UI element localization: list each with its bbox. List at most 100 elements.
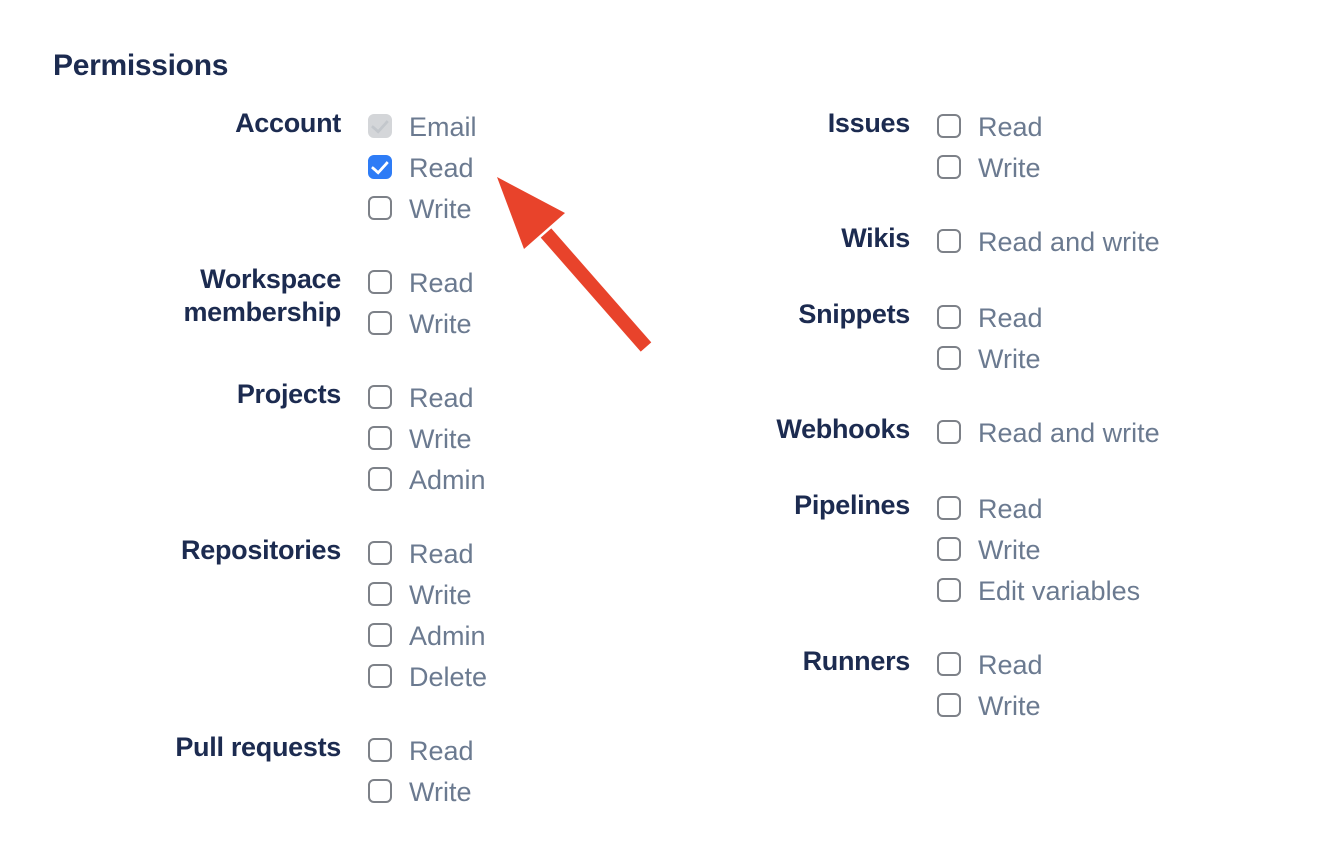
permission-group-webhooks: Webhooks Read and write — [710, 414, 1160, 448]
option-workspace-membership-write[interactable]: Write — [368, 309, 474, 339]
projects-read-label: Read — [409, 383, 474, 413]
pipelines-write-checkbox[interactable] — [937, 537, 961, 561]
account-write-label: Write — [409, 194, 472, 224]
permission-group-label-account: Account — [235, 108, 341, 138]
snippets-write-label: Write — [978, 344, 1041, 374]
permissions-columns: Account Email Read Write — [53, 108, 1322, 844]
pipelines-write-label: Write — [978, 535, 1041, 565]
option-account-email: Email — [368, 112, 477, 142]
pull-requests-write-checkbox[interactable] — [368, 779, 392, 803]
issues-write-label: Write — [978, 153, 1041, 183]
option-projects-admin[interactable]: Admin — [368, 465, 486, 495]
workspace-membership-write-checkbox[interactable] — [368, 311, 392, 335]
option-runners-write[interactable]: Write — [937, 691, 1043, 721]
permission-group-label-snippets: Snippets — [798, 299, 910, 329]
option-pull-requests-write[interactable]: Write — [368, 779, 474, 806]
projects-admin-label: Admin — [409, 465, 486, 495]
issues-read-checkbox[interactable] — [937, 114, 961, 138]
option-pipelines-edit-variables[interactable]: Edit variables — [937, 576, 1141, 606]
repositories-write-checkbox[interactable] — [368, 582, 392, 606]
permission-group-label-repositories: Repositories — [181, 535, 341, 565]
runners-write-checkbox[interactable] — [937, 693, 961, 717]
permission-group-label-runners: Runners — [802, 646, 911, 676]
account-read-label: Read — [409, 153, 474, 183]
option-snippets-read[interactable]: Read — [937, 303, 1043, 333]
option-repositories-delete[interactable]: Delete — [368, 662, 488, 692]
workspace-membership-read-label: Read — [409, 268, 474, 298]
permission-group-pipelines: Pipelines Read Write Edit variables — [710, 490, 1160, 606]
repositories-read-label: Read — [409, 539, 474, 569]
repositories-admin-checkbox[interactable] — [368, 623, 392, 647]
permission-group-workspace-membership: Workspace membership Read Write — [53, 264, 613, 339]
issues-write-checkbox[interactable] — [937, 155, 961, 179]
wikis-read-and-write-label: Read and write — [978, 227, 1160, 257]
repositories-delete-label: Delete — [409, 662, 488, 692]
runners-read-label: Read — [978, 650, 1043, 680]
account-write-checkbox[interactable] — [368, 196, 392, 220]
projects-write-checkbox[interactable] — [368, 426, 392, 450]
permission-group-label-wikis: Wikis — [841, 223, 910, 253]
option-webhooks-read-and-write[interactable]: Read and write — [937, 418, 1160, 448]
snippets-read-checkbox[interactable] — [937, 305, 961, 329]
repositories-read-checkbox[interactable] — [368, 541, 392, 565]
account-read-checkbox[interactable] — [368, 155, 392, 179]
option-wikis-read-and-write[interactable]: Read and write — [937, 227, 1160, 257]
option-snippets-write[interactable]: Write — [937, 344, 1043, 374]
permission-group-label-webhooks: Webhooks — [776, 414, 910, 444]
permissions-column-right: Issues Read Write Wikis — [710, 108, 1160, 767]
option-pull-requests-read[interactable]: Read — [368, 736, 474, 766]
option-projects-write[interactable]: Write — [368, 424, 486, 454]
option-repositories-admin[interactable]: Admin — [368, 621, 487, 651]
issues-read-label: Read — [978, 112, 1043, 142]
option-issues-write[interactable]: Write — [937, 153, 1043, 183]
permission-group-projects: Projects Read Write Admin — [53, 379, 613, 495]
pull-requests-read-checkbox[interactable] — [368, 738, 392, 762]
snippets-read-label: Read — [978, 303, 1043, 333]
option-repositories-write[interactable]: Write — [368, 580, 487, 610]
permission-group-label-issues: Issues — [827, 108, 911, 138]
account-email-checkbox — [368, 114, 392, 138]
projects-write-label: Write — [409, 424, 472, 454]
option-projects-read[interactable]: Read — [368, 383, 486, 413]
repositories-delete-checkbox[interactable] — [368, 664, 392, 688]
repositories-admin-label: Admin — [409, 621, 486, 651]
projects-read-checkbox[interactable] — [368, 385, 392, 409]
projects-admin-checkbox[interactable] — [368, 467, 392, 491]
option-pipelines-read[interactable]: Read — [937, 494, 1140, 524]
option-repositories-read[interactable]: Read — [368, 539, 487, 569]
permission-group-snippets: Snippets Read Write — [710, 299, 1160, 374]
permissions-column-left: Account Email Read Write — [53, 108, 613, 844]
webhooks-read-and-write-checkbox[interactable] — [937, 420, 961, 444]
option-account-write[interactable]: Write — [368, 194, 477, 224]
page-title: Permissions — [53, 49, 229, 82]
pull-requests-read-label: Read — [409, 736, 474, 766]
permission-group-wikis: Wikis Read and write — [710, 223, 1160, 257]
permission-group-label-workspace-membership: Workspace membership — [183, 264, 341, 327]
option-issues-read[interactable]: Read — [937, 112, 1043, 142]
permission-group-runners: Runners Read Write — [710, 646, 1160, 721]
option-runners-read[interactable]: Read — [937, 650, 1043, 680]
pipelines-edit-variables-checkbox[interactable] — [937, 578, 961, 602]
permission-group-account: Account Email Read Write — [53, 108, 613, 224]
pipelines-edit-variables-label: Edit variables — [978, 576, 1141, 606]
repositories-write-label: Write — [409, 580, 472, 610]
option-workspace-membership-read[interactable]: Read — [368, 268, 474, 298]
wikis-read-and-write-checkbox[interactable] — [937, 229, 961, 253]
permission-group-issues: Issues Read Write — [710, 108, 1160, 183]
pipelines-read-label: Read — [978, 494, 1043, 524]
workspace-membership-write-label: Write — [409, 309, 472, 339]
runners-read-checkbox[interactable] — [937, 652, 961, 676]
workspace-membership-read-checkbox[interactable] — [368, 270, 392, 294]
option-pipelines-write[interactable]: Write — [937, 535, 1140, 565]
snippets-write-checkbox[interactable] — [937, 346, 961, 370]
pipelines-read-checkbox[interactable] — [937, 496, 961, 520]
account-email-label: Email — [409, 112, 477, 142]
runners-write-label: Write — [978, 691, 1041, 721]
permission-group-label-projects: Projects — [236, 379, 341, 409]
permission-group-label-pull-requests: Pull requests — [175, 732, 341, 762]
permission-group-pull-requests: Pull requests Read Write — [53, 732, 613, 806]
webhooks-read-and-write-label: Read and write — [978, 418, 1160, 448]
option-account-read[interactable]: Read — [368, 153, 477, 183]
permission-group-label-pipelines: Pipelines — [794, 490, 910, 520]
